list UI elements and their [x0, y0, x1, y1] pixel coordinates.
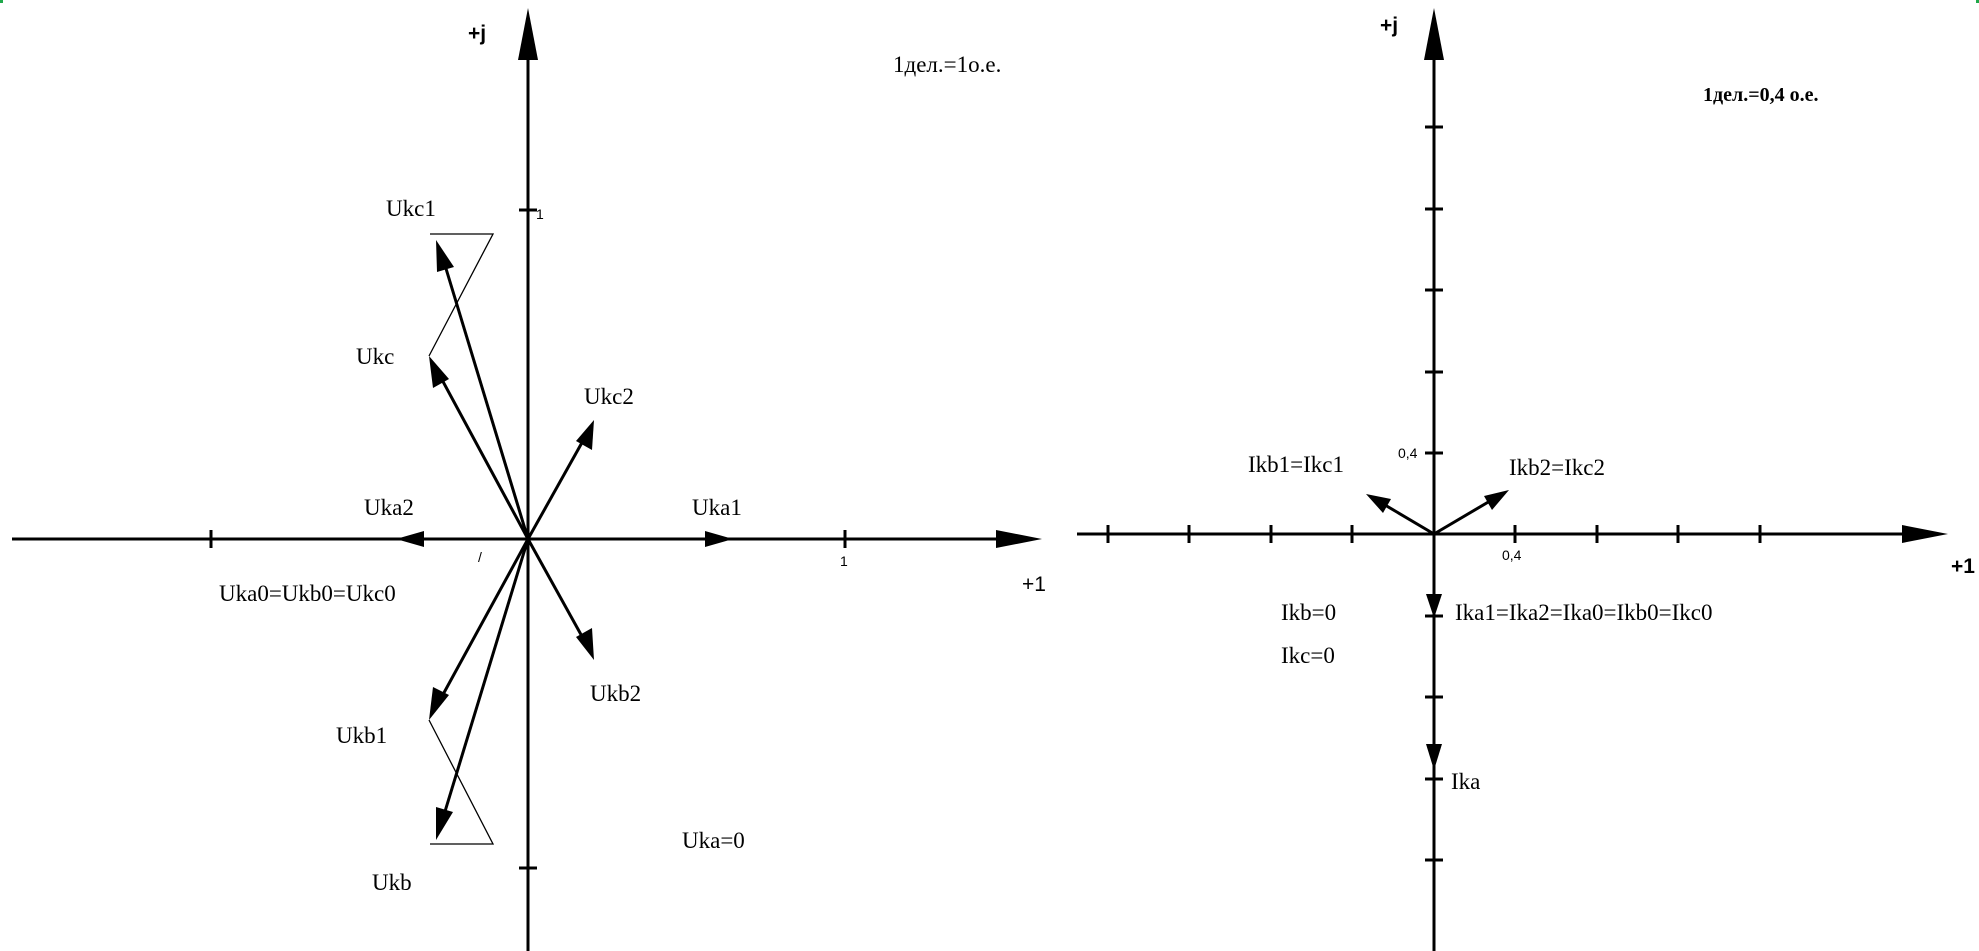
- current-phasor-diagram: +1 +j 0,4 0,4: [1077, 8, 1975, 951]
- ika-label: Ika: [1451, 769, 1480, 794]
- ikb2-ikc2-vector: [1433, 499, 1491, 536]
- ukb1-arrowhead: [429, 687, 449, 720]
- ukc2-arrowhead: [576, 420, 594, 450]
- voltage-imag-axis-label: +j: [468, 22, 486, 45]
- uka-zero-label: Uka=0: [682, 828, 745, 853]
- ukb-arrowhead: [436, 807, 453, 840]
- current-real-axis-label: +1: [1951, 555, 1975, 578]
- voltage-imag-axis-arrowhead: [518, 8, 538, 60]
- voltage-scale-note: 1дел.=1о.е.: [893, 52, 1001, 77]
- current-real-axis-arrowhead: [1902, 525, 1948, 543]
- voltage-phasor-diagram: +1 +j 1 1 /: [12, 8, 1046, 951]
- zero-seq-voltage-label: Uka0=Ukb0=Ukc0: [219, 581, 396, 606]
- ikb2-ikc2-arrowhead: [1484, 490, 1509, 510]
- ukb-vector: [441, 538, 530, 819]
- ikb-zero-label: Ikb=0: [1281, 600, 1336, 625]
- ukc2-label: Ukc2: [584, 384, 634, 409]
- voltage-real-axis-label: +1: [1022, 573, 1046, 596]
- current-imag-axis-arrowhead: [1424, 8, 1444, 60]
- current-imag-tick-label: 0,4: [1398, 445, 1418, 461]
- ikb1-ikc1-label: Ikb1=Ikc1: [1248, 452, 1344, 477]
- ukc-vector: [438, 375, 530, 540]
- voltage-real-axis-arrowhead: [996, 530, 1042, 548]
- voltage-real-tick-label-1: 1: [840, 553, 848, 569]
- uka1-arrowhead: [705, 531, 733, 547]
- ikb1-ikc1-vector: [1384, 503, 1435, 536]
- current-real-tick-label: 0,4: [1502, 547, 1522, 563]
- ukb1-label: Ukb1: [336, 723, 387, 748]
- uka2-label: Uka2: [364, 495, 414, 520]
- ika-components-label: Ika1=Ika2=Ika0=Ikb0=Ikc0: [1455, 600, 1713, 625]
- ukc2-vector: [526, 438, 586, 540]
- ukc1-vector: [442, 261, 530, 540]
- ukb2-vector: [526, 538, 586, 641]
- uka2-arrowhead: [396, 531, 424, 547]
- ukc-label: Ukc: [356, 344, 394, 369]
- ukc-arrowhead: [429, 356, 449, 388]
- corner-mark-top-left: [0, 0, 3, 3]
- current-imag-axis-label: +j: [1380, 14, 1398, 37]
- ukb-construction-lines: [428, 719, 495, 845]
- current-scale-note: 1дел.=0,4 о.е.: [1703, 84, 1819, 106]
- ukc1-arrowhead: [436, 240, 454, 272]
- ikc-zero-label: Ikc=0: [1281, 643, 1335, 668]
- voltage-small-mark: /: [478, 549, 482, 565]
- ukb2-label: Ukb2: [590, 681, 641, 706]
- ukb2-arrowhead: [576, 628, 594, 660]
- voltage-imag-tick-label-1: 1: [536, 206, 544, 222]
- ukb-label: Ukb: [372, 870, 412, 895]
- ukc1-label: Ukc1: [386, 196, 436, 221]
- corner-mark-top-right: [1976, 0, 1979, 3]
- ika-arrowhead: [1426, 744, 1442, 770]
- ukc-construction-lines: [428, 233, 495, 357]
- ikb1-ikc1-arrowhead: [1366, 494, 1391, 513]
- ukb1-vector: [438, 538, 530, 701]
- ikb2-ikc2-label: Ikb2=Ikc2: [1509, 455, 1605, 480]
- uka1-label: Uka1: [692, 495, 742, 520]
